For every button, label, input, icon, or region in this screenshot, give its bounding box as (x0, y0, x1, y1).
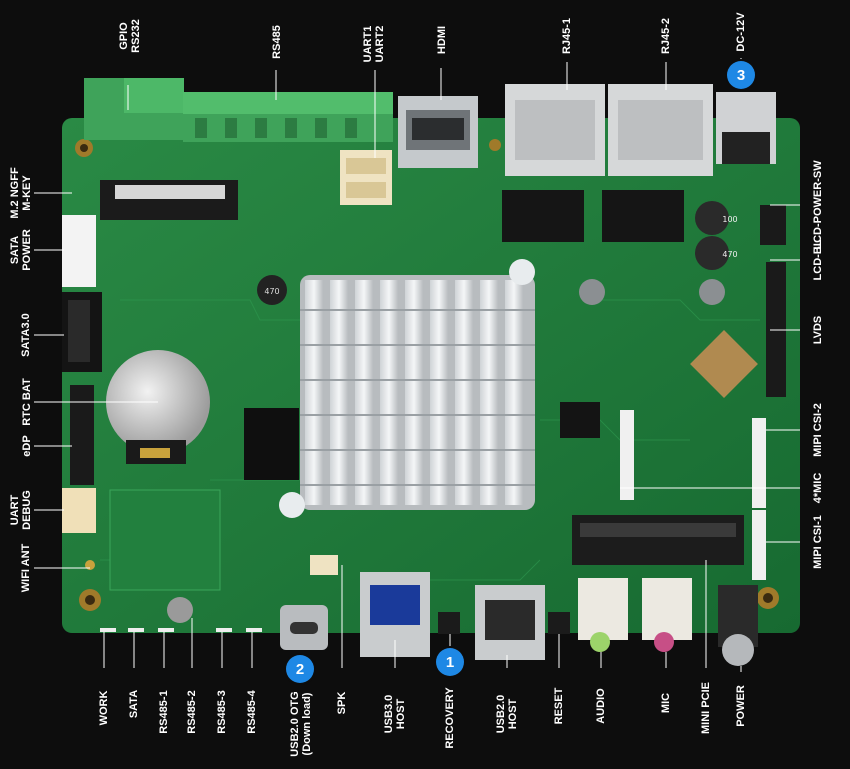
spk-connector (310, 555, 338, 575)
label-usb20-otg: USB2.0 OTG (Down load) (289, 691, 313, 757)
label-edp: eDP (21, 435, 33, 457)
label-uart1-uart2: UART1 UART2 (362, 25, 386, 63)
reset-button-part (548, 612, 570, 634)
label-gpio-rs232: GPIO RS232 (118, 19, 142, 53)
label-rj45-1: RJ45-1 (561, 17, 573, 55)
label-lvds: LVDS (812, 315, 824, 345)
badge-recovery-1: 1 (436, 648, 464, 676)
label-work: WORK (98, 690, 110, 726)
recovery-button-part (438, 612, 460, 634)
label-usb30-host: USB3.0 HOST (383, 694, 407, 734)
mounting-holes (75, 139, 779, 611)
svg-text:470: 470 (722, 250, 737, 259)
wifi-module (109, 489, 221, 591)
label-sata-power: SATA POWER (9, 229, 33, 271)
label-mipi-csi-2: MIPI CSI-2 (812, 403, 824, 457)
sata-power-connector (62, 215, 96, 287)
label-uart-debug: UART DEBUG (9, 490, 33, 530)
heatsink (279, 259, 535, 518)
label-lcd-bl: LCD-BL (812, 239, 824, 281)
label-rj45-2: RJ45-2 (660, 17, 672, 55)
label-wifi-ant: WIFI ANT (20, 543, 32, 593)
mipi-csi-1-connector (752, 510, 766, 580)
leader-lines (34, 58, 800, 672)
uart-debug-connector (62, 488, 96, 533)
label-rs485-3: RS485-3 (216, 690, 228, 734)
label-m2-ngff: M.2 NGFF M-KEY (9, 167, 33, 219)
mipi-csi-2-connector (752, 418, 766, 508)
svg-text:470: 470 (264, 287, 279, 296)
label-spk: SPK (336, 691, 348, 715)
label-usb20-host: USB2.0 HOST (495, 694, 519, 734)
label-mipi-csi-1: MIPI CSI-1 (812, 515, 824, 569)
label-rs485-top: RS485 (271, 25, 283, 59)
badge-otg-2: 2 (286, 655, 314, 683)
label-sata-bottom: SATA (128, 689, 140, 719)
mini-pcie-slot (572, 515, 744, 565)
label-mini-pcie: MINI PCIE (700, 682, 712, 734)
audio-jack (578, 578, 628, 640)
label-sata30: SATA3.0 (20, 313, 32, 357)
edp-header (70, 385, 94, 485)
label-hdmi: HDMI (436, 25, 448, 55)
label-dc-12v: DC-12V (735, 12, 747, 52)
label-audio: AUDIO (595, 688, 607, 724)
label-mic: MIC (660, 692, 672, 714)
label-rs485-4: RS485-4 (246, 690, 258, 734)
label-recovery: RECOVERY (444, 687, 456, 749)
badge-dc-3: 3 (727, 61, 755, 89)
label-reset: RESET (553, 687, 565, 725)
label-4-mic: 4*MIC (812, 472, 824, 504)
label-rs485-2: RS485-2 (186, 690, 198, 734)
soc (244, 408, 299, 480)
label-rtc-bat: RTC BAT (21, 378, 33, 426)
svg-text:100: 100 (722, 215, 737, 224)
lcd-power-header (760, 205, 786, 245)
mic-jack (642, 578, 692, 640)
label-power: POWER (735, 685, 747, 727)
label-rs485-1: RS485-1 (158, 690, 170, 734)
